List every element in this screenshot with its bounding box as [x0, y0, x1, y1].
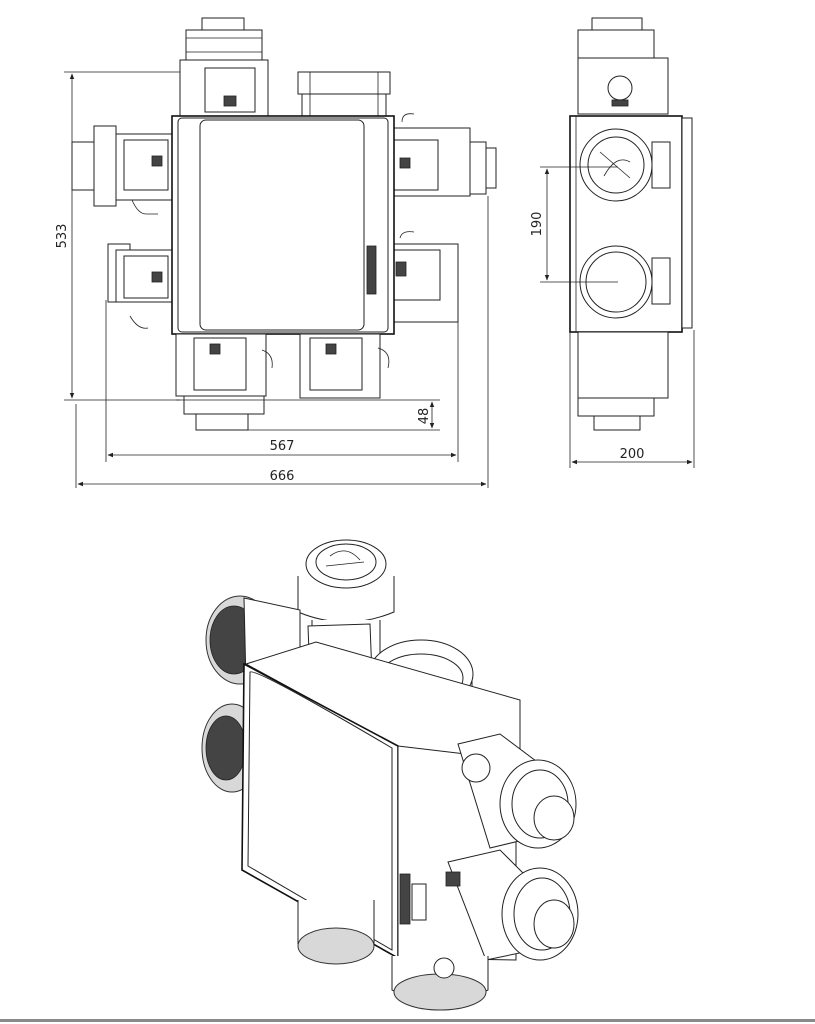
- isometric-view: [201, 539, 579, 1011]
- dim-label-48: 48: [417, 408, 432, 425]
- dimension-lines-front: [64, 71, 489, 488]
- side-view: 190 200: [530, 17, 695, 468]
- dim-label-567: 567: [270, 439, 295, 454]
- bottom-rule: [0, 1019, 815, 1022]
- bottom-left-spigot: [175, 333, 273, 431]
- left-lower-spigot: [107, 243, 177, 329]
- dim-label-666: 666: [270, 469, 295, 484]
- iso-right-upper-spigot: [457, 733, 577, 849]
- iso-main-body: [241, 641, 521, 961]
- front-view: 533 48 567 666: [55, 17, 497, 488]
- dim-label-190: 190: [530, 212, 545, 237]
- right-lower-spigot: [387, 231, 459, 323]
- iso-bottom-right-spigot: [391, 956, 489, 1011]
- main-unit-body: [171, 115, 395, 335]
- top-right-spigot: [297, 71, 391, 121]
- left-upper-spigot: [71, 125, 177, 215]
- iso-right-lower-spigot: [445, 849, 579, 961]
- dim-label-200: 200: [620, 447, 645, 462]
- right-upper-spigot: [387, 113, 497, 197]
- iso-bottom-left-spigot: [297, 900, 375, 965]
- dimension-lines-side: [540, 166, 695, 468]
- bottom-right-spigot: [299, 333, 390, 399]
- top-duct-spigot: [179, 17, 269, 117]
- dim-label-533: 533: [55, 224, 70, 249]
